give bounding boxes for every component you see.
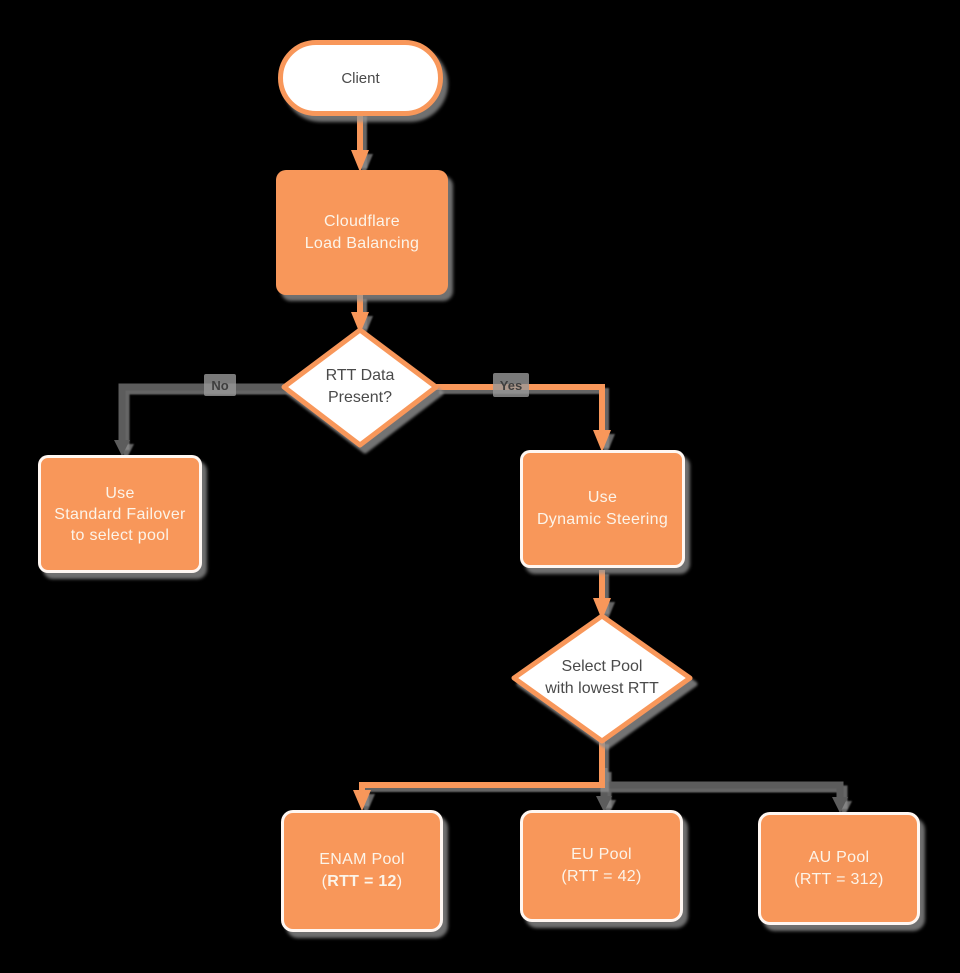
arrowhead-into-standard-failover: [114, 440, 130, 456]
client-label: Client: [341, 69, 380, 87]
node-au-pool: AU Pool (RTT = 312): [758, 812, 920, 925]
arrowhead-into-select-pool: [593, 598, 611, 620]
node-client: Client: [278, 40, 443, 116]
edge-select-enam: [359, 740, 605, 802]
edge-select-au: [604, 781, 844, 805]
enam-pool-name: ENAM Pool: [319, 851, 405, 868]
eu-pool-name: EU Pool: [571, 846, 632, 863]
standard-failover-line3: to select pool: [70, 526, 170, 544]
arrowhead-into-eu-pool: [596, 796, 612, 812]
eu-pool-rtt: (RTT = 42): [561, 868, 642, 885]
rtt-decision-line1: RTT Data: [325, 367, 395, 384]
enam-pool-rtt: (RTT = 12): [321, 873, 403, 890]
au-pool-rtt: (RTT = 312): [794, 870, 884, 888]
cloudflare-label-line2: Load Balancing: [304, 234, 420, 252]
edge-label-yes: Yes: [493, 373, 529, 397]
select-pool-line2: with lowest RTT: [545, 680, 659, 697]
standard-failover-line1: Use: [105, 484, 135, 502]
arrowhead-into-dynamic-steering: [593, 430, 611, 452]
node-standard-failover: Use Standard Failover to select pool: [38, 455, 202, 573]
rtt-decision-line2: Present?: [327, 389, 393, 406]
node-cloudflare-load-balancing: Cloudflare Load Balancing: [276, 170, 448, 295]
dynamic-steering-line1: Use: [587, 489, 618, 506]
arrowhead-into-cloudflare: [351, 150, 369, 172]
au-pool-name: AU Pool: [808, 848, 870, 866]
node-eu-pool: EU Pool (RTT = 42): [520, 810, 683, 922]
arrowhead-into-enam-pool: [353, 790, 371, 811]
arrowhead-into-au-pool: [832, 797, 848, 813]
node-enam-pool: ENAM Pool (RTT = 12): [281, 810, 443, 932]
rtt-decision-label: RTT Data Present?: [285, 364, 435, 410]
edge-label-no: No: [204, 374, 236, 396]
dynamic-steering-line2: Dynamic Steering: [536, 511, 669, 528]
node-dynamic-steering: Use Dynamic Steering: [520, 450, 685, 568]
arrowhead-into-rtt-decision: [351, 312, 369, 334]
edge-rtt-yes: [435, 384, 605, 444]
rtt-decision-diamond: [281, 327, 439, 448]
standard-failover-line2: Standard Failover: [54, 505, 186, 523]
select-pool-diamond: [511, 613, 693, 744]
select-pool-label: Select Pool with lowest RTT: [512, 655, 692, 701]
cloudflare-label-line1: Cloudflare: [324, 212, 400, 230]
select-pool-line1: Select Pool: [561, 658, 643, 675]
